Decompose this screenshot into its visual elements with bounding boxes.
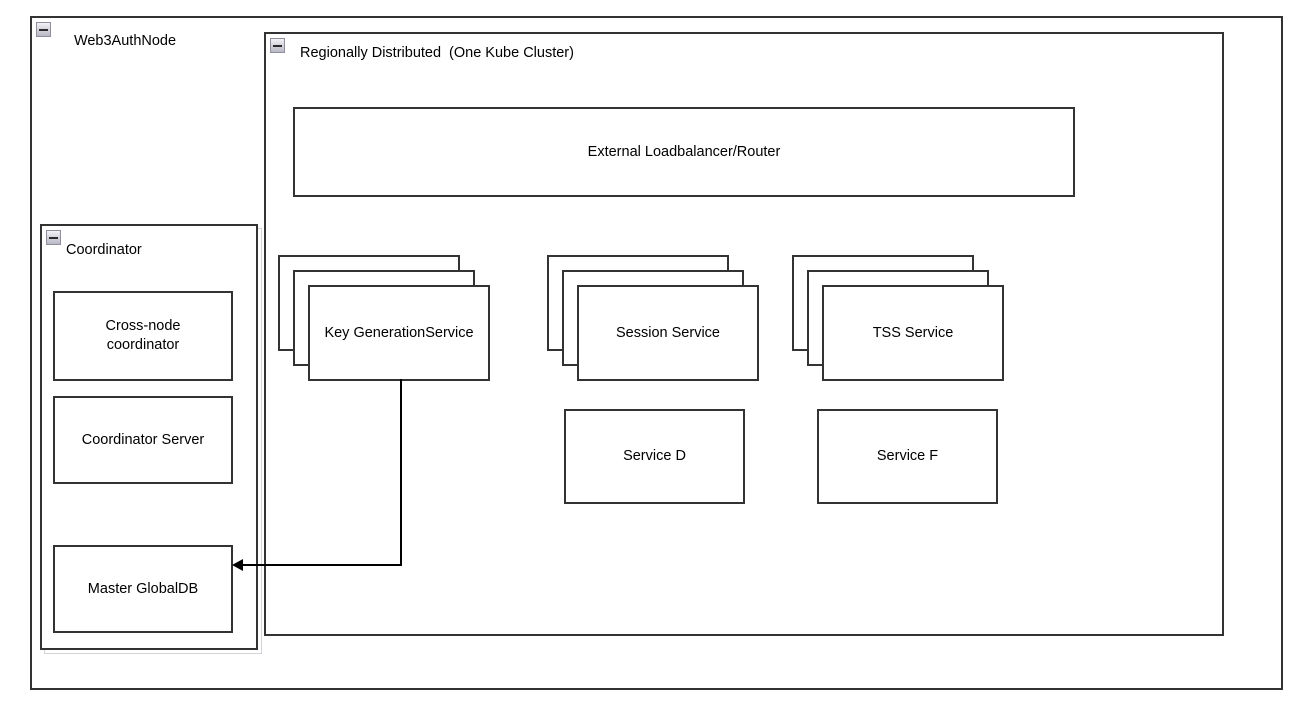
key-generation-service-box[interactable]: Key GenerationService [308, 285, 490, 381]
cross-node-coordinator-line1: Cross-node [105, 318, 181, 335]
connector-arrowhead-icon [232, 559, 243, 571]
external-loadbalancer-router-box[interactable]: External Loadbalancer/Router [293, 107, 1075, 197]
cross-node-coordinator-line2: coordinator [106, 337, 180, 353]
tss-service-label: TSS Service [872, 324, 954, 341]
master-globaldb-label: Master GlobalDB [87, 580, 199, 597]
tss-service-box[interactable]: TSS Service [822, 285, 1004, 381]
key-generation-service-stack[interactable]: Key GenerationService [278, 255, 490, 381]
tss-service-stack[interactable]: TSS Service [792, 255, 1004, 381]
session-service-label: Session Service [616, 324, 720, 341]
service-f-label: Service F [876, 448, 939, 465]
cross-node-coordinator-box[interactable]: Cross-node coordinator [53, 291, 233, 381]
service-f-box[interactable]: Service F [817, 409, 998, 504]
session-service-box[interactable]: Session Service [577, 285, 759, 381]
connector-vertical-segment [400, 379, 402, 566]
service-d-box[interactable]: Service D [564, 409, 745, 504]
external-loadbalancer-router-label: External Loadbalancer/Router [587, 143, 781, 160]
coordinator-collapse-icon[interactable] [46, 230, 61, 245]
key-generation-service-line2: Service [425, 324, 474, 341]
coordinator-server-label: Coordinator Server [81, 431, 205, 448]
master-globaldb-box[interactable]: Master GlobalDB [53, 545, 233, 633]
cross-node-coordinator-label: Cross-node coordinator [106, 317, 181, 354]
kube-cluster-collapse-icon[interactable] [270, 38, 285, 53]
service-d-label: Service D [623, 448, 686, 465]
key-generation-service-label: Key GenerationService [324, 324, 473, 343]
session-service-stack[interactable]: Session Service [547, 255, 759, 381]
coordinator-server-box[interactable]: Coordinator Server [53, 396, 233, 484]
connector-horizontal-segment [240, 564, 402, 566]
web3auth-node-collapse-icon[interactable] [36, 22, 51, 37]
key-generation-service-line1: Key Generation [324, 324, 426, 341]
